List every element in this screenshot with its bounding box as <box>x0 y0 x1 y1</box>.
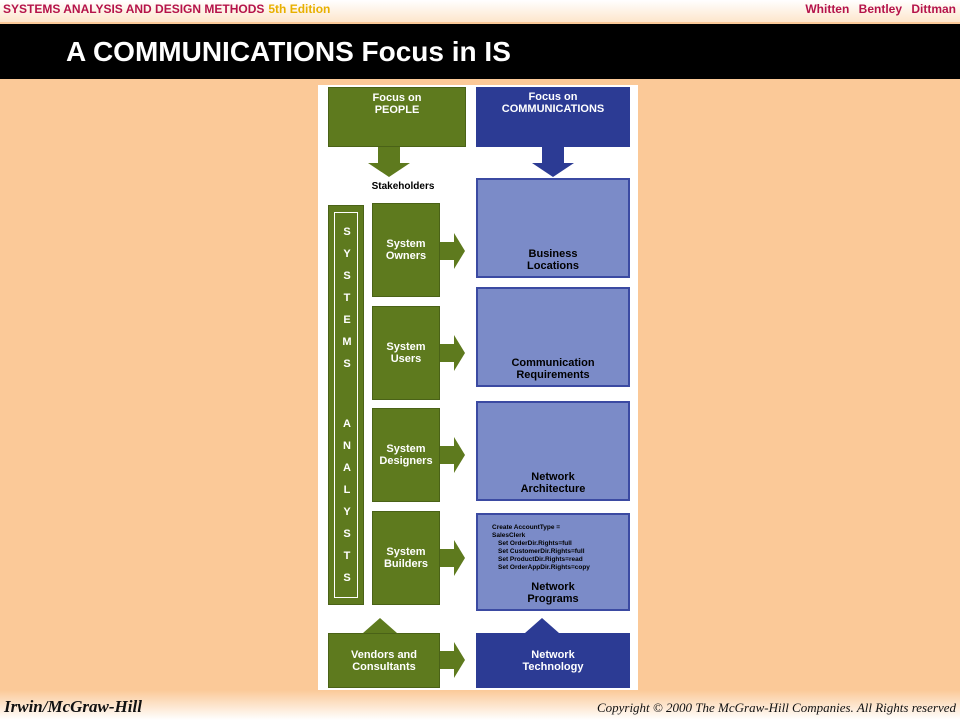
network-technology-label: Network Technology <box>522 648 584 673</box>
sa-letter: A <box>343 462 351 474</box>
sa-letter: S <box>343 528 351 540</box>
up-arrow-technology <box>525 618 559 637</box>
system-builders-label: System Builders <box>383 546 428 570</box>
system-designers-label: System Designers <box>379 443 433 467</box>
focus-people-box: Focus on PEOPLE <box>328 87 466 147</box>
right-arrow-owners <box>440 233 465 269</box>
stakeholders-label: Stakeholders <box>371 181 435 192</box>
network-programs-label: Network Programs <box>527 581 579 605</box>
business-locations-label: Business Locations <box>527 248 579 272</box>
network-architecture-label: Network Architecture <box>520 471 586 495</box>
sa-letter: S <box>343 270 351 282</box>
slide-title: A COMMUNICATIONS Focus in IS <box>66 36 511 67</box>
sa-letter: L <box>343 484 351 496</box>
code-line: Set OrderDir.Rights=full <box>498 540 572 547</box>
vendors-consultants-label: Vendors and Consultants <box>350 648 418 673</box>
vendors-consultants-box: Vendors and Consultants <box>328 633 440 688</box>
sa-letter: S <box>343 572 351 584</box>
code-line: Set OrderAppDir.Rights=copy <box>498 564 590 571</box>
sa-letter: Y <box>343 248 351 260</box>
sa-letter: T <box>343 292 351 304</box>
down-arrow-people <box>368 145 410 177</box>
down-arrow-communications <box>532 145 574 177</box>
sa-letter: S <box>343 358 351 370</box>
system-builders-box: System Builders <box>372 511 440 605</box>
authors: Whitten Bentley Dittman <box>805 2 956 16</box>
network-technology-box: Network Technology <box>476 633 630 688</box>
sa-letter: S <box>343 226 351 238</box>
system-users-label: System Users <box>386 341 426 365</box>
sa-letter: T <box>343 550 351 562</box>
right-arrow-builders <box>440 540 465 576</box>
sa-letter: N <box>343 440 351 452</box>
right-arrow-vendors <box>440 642 465 678</box>
system-owners-label: System Owners <box>385 238 427 262</box>
code-line: SalesClerk <box>492 532 526 539</box>
up-arrow-vendors <box>363 618 397 637</box>
network-architecture-panel: Network Architecture <box>476 401 630 501</box>
copyright: Copyright © 2000 The McGraw-Hill Compani… <box>596 700 956 715</box>
focus-people-label: Focus on PEOPLE <box>372 92 422 116</box>
system-owners-box: System Owners <box>372 203 440 297</box>
network-programs-panel: Create AccountType = SalesClerk Set Orde… <box>476 513 630 611</box>
system-designers-box: System Designers <box>372 408 440 502</box>
sa-letter: A <box>343 418 351 430</box>
sa-letter: Y <box>343 506 351 518</box>
right-arrow-designers <box>440 437 465 473</box>
code-line: Create AccountType = <box>492 524 561 531</box>
systems-analysts-inner-border <box>334 212 358 598</box>
focus-communications-box: Focus on COMMUNICATIONS <box>476 87 630 147</box>
footer-bar: Irwin/McGraw-Hill Copyright © 2000 The M… <box>0 690 960 720</box>
sa-letter: E <box>343 314 351 326</box>
title-bar: A COMMUNICATIONS Focus in IS <box>0 24 960 79</box>
focus-diagram: Focus on PEOPLE Focus on COMMUNICATIONS … <box>318 85 638 690</box>
systems-analysts-bar: S Y S T E M S A N A L Y S T S <box>328 205 364 605</box>
sa-letter: M <box>342 336 352 348</box>
code-line: Set CustomerDir.Rights=full <box>498 548 585 555</box>
business-locations-panel: Business Locations <box>476 178 630 278</box>
program-code: Create AccountType = SalesClerk Set Orde… <box>492 524 590 572</box>
publisher: Irwin/McGraw-Hill <box>4 697 142 716</box>
communication-requirements-label: Communication Requirements <box>511 357 595 381</box>
system-users-box: System Users <box>372 306 440 400</box>
code-line: Set ProductDir.Rights=read <box>498 556 583 563</box>
focus-communications-label: Focus on COMMUNICATIONS <box>501 91 605 115</box>
communication-requirements-panel: Communication Requirements <box>476 287 630 387</box>
edition-label: 5th Edition <box>268 2 331 16</box>
right-arrow-users <box>440 335 465 371</box>
